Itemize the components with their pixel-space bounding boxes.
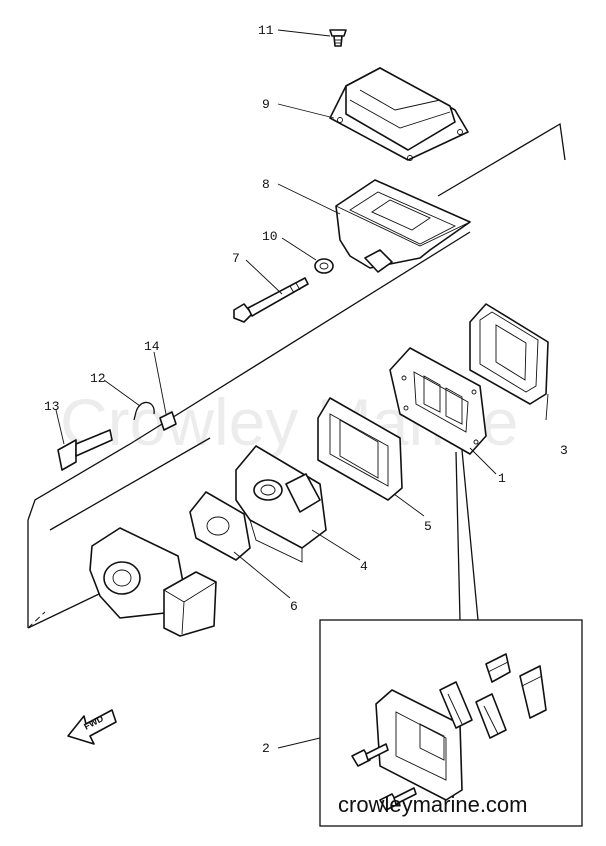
callout-7: 7	[232, 251, 240, 266]
callout-1: 1	[498, 471, 506, 486]
callout-2: 2	[262, 741, 270, 756]
callout-13: 13	[44, 399, 60, 414]
part-3-gasket	[469, 303, 549, 405]
callout-9: 9	[262, 97, 270, 112]
part-6-gasket	[189, 491, 251, 561]
part-11-screw	[329, 29, 347, 47]
part-14-fitting	[159, 411, 177, 431]
part-4-manifold	[235, 445, 327, 563]
callout-3: 3	[560, 443, 568, 458]
part-10-grommet	[314, 258, 334, 274]
callout-4: 4	[360, 559, 368, 574]
part-1-reed-plate	[389, 347, 487, 455]
callout-8: 8	[262, 177, 270, 192]
part-2-inset	[319, 619, 583, 827]
part-13-bracket	[57, 429, 113, 471]
part-9-cover	[329, 67, 469, 161]
callout-6: 6	[290, 599, 298, 614]
part-7-bolt	[233, 277, 309, 323]
site-url: crowleymarine.com	[338, 792, 528, 817]
callout-14: 14	[144, 339, 160, 354]
callout-11: 11	[258, 23, 274, 38]
callout-5: 5	[424, 519, 432, 534]
callout-labels: 11 9 8 10 7 14 12 13 3 1 5 4 6 2	[44, 23, 568, 756]
part-12-clip	[133, 401, 155, 421]
part-8-housing	[335, 179, 471, 273]
callout-10: 10	[262, 229, 278, 244]
fwd-arrow: FWD	[67, 709, 117, 745]
carburetor	[89, 527, 217, 637]
inset-connector	[455, 449, 479, 621]
part-5-gasket	[317, 397, 403, 501]
callout-leaders	[55, 29, 549, 749]
callout-12: 12	[90, 371, 106, 386]
